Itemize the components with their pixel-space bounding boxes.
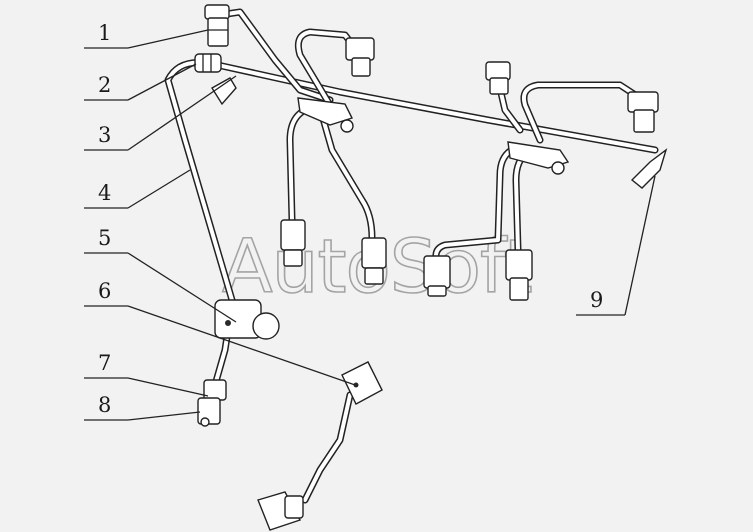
fitting-nut-top-middle [345, 37, 375, 77]
inlet-fitting-7-8 [197, 379, 227, 427]
fitting-nut-right-1 [485, 61, 511, 95]
connector-2 [194, 53, 222, 73]
fitting-nut-right-2 [627, 91, 659, 133]
drop-pipes-middle [286, 106, 376, 242]
callout-labels: 1 2 3 4 5 6 7 8 9 [98, 21, 603, 417]
injector-pipe-1 [216, 8, 334, 104]
fitting-nut-drop-3 [423, 255, 451, 297]
leader-lines [84, 29, 656, 421]
lower-pipe [211, 326, 354, 504]
callout-7: 7 [98, 351, 111, 375]
callout-8: 8 [98, 393, 111, 417]
callout-4: 4 [98, 181, 111, 205]
callout-5: 5 [98, 226, 111, 250]
main-rail-pipe [209, 60, 659, 154]
callout-9: 9 [590, 288, 603, 312]
callout-6: 6 [98, 279, 111, 303]
banjo-block-5 [214, 299, 280, 340]
nozzle-tip-3 [211, 77, 237, 106]
end-tip-9 [630, 148, 668, 189]
callout-1: 1 [98, 21, 111, 45]
pipe-clamp-middle [297, 97, 354, 133]
fitting-nut-1 [204, 4, 230, 47]
pipe-clamp-right [507, 141, 570, 175]
connector-nut-bottom [257, 491, 304, 531]
callout-3: 3 [98, 123, 111, 147]
fitting-nut-drop-1 [280, 219, 306, 267]
fitting-nut-drop-4 [505, 249, 533, 301]
injector-pipe-2 [294, 28, 359, 109]
callout-2: 2 [98, 73, 111, 97]
fitting-nut-drop-2 [361, 237, 387, 285]
